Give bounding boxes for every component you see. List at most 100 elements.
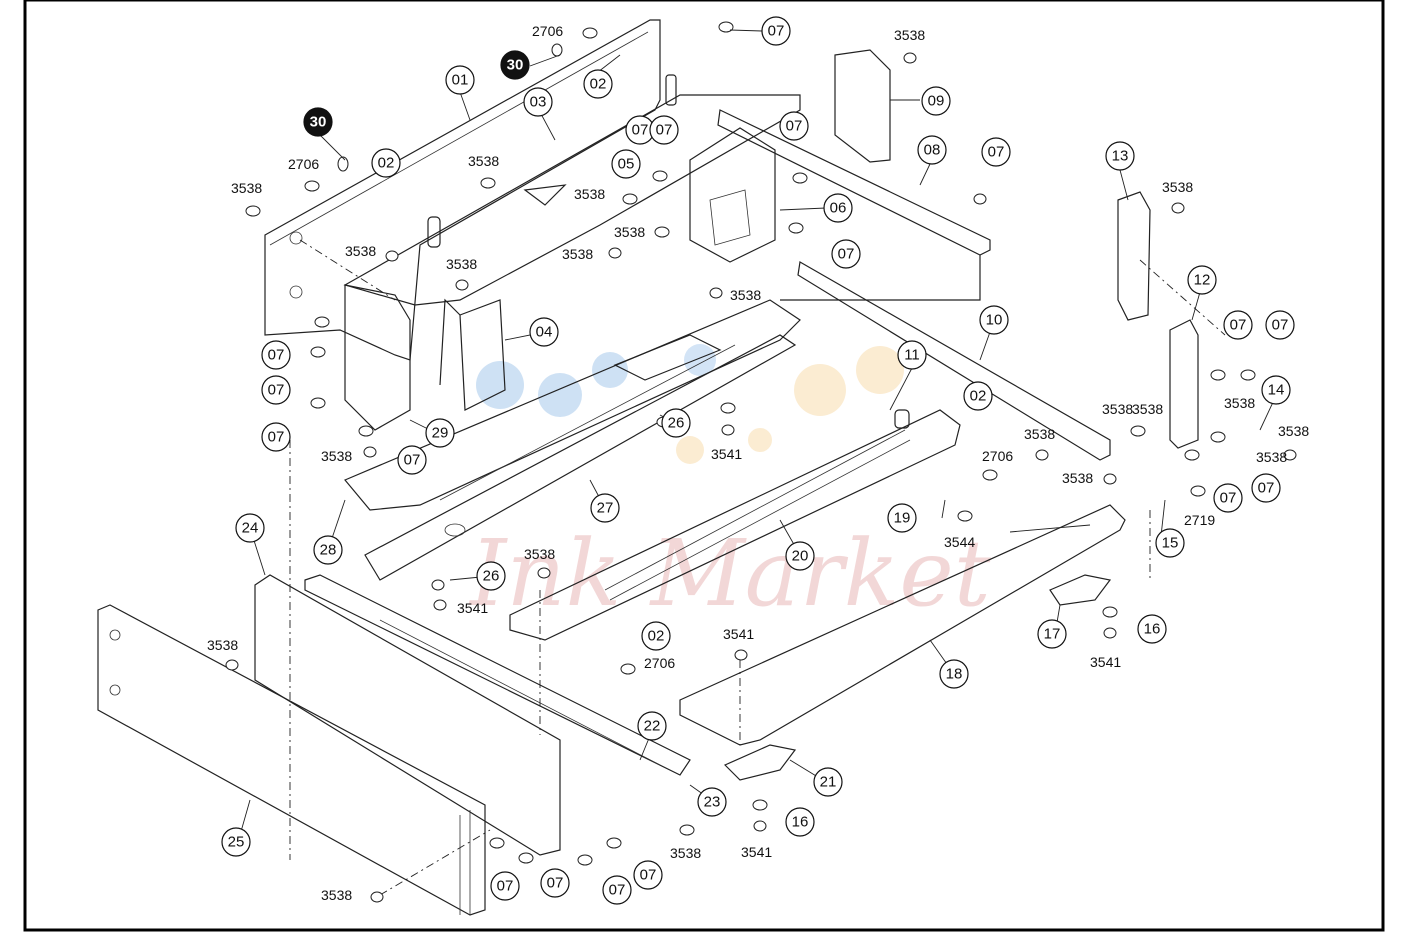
callout-circle: [981, 137, 1011, 167]
screw-part-number: 3538: [1024, 426, 1055, 442]
callout-07: 07: [1223, 310, 1253, 340]
screw-part-number: 3541: [741, 844, 772, 860]
callout-circle: [261, 340, 291, 370]
callout-18: 18: [939, 659, 969, 689]
callout-number: 07: [640, 867, 657, 884]
screw-symbols: [225, 21, 1297, 903]
callout-number: 19: [894, 510, 911, 527]
callout-number: 16: [792, 814, 809, 831]
callout-07: 07: [831, 239, 861, 269]
callout-07: 07: [633, 860, 663, 890]
callout-25: 25: [221, 827, 251, 857]
callout-circle: [313, 535, 343, 565]
callout-07: 07: [490, 871, 520, 901]
callout-number: 15: [1162, 535, 1179, 552]
callout-circle: [785, 807, 815, 837]
callout-06: 06: [823, 193, 853, 223]
callout-number: 17: [1044, 626, 1061, 643]
callout-24: 24: [235, 513, 265, 543]
watermark-dot: [794, 364, 846, 416]
callout-number: 07: [268, 429, 285, 446]
watermark-dot: [676, 436, 704, 464]
callout-number: 07: [656, 122, 673, 139]
callout-circle: [1187, 265, 1217, 295]
callout-circle: [523, 87, 553, 117]
callout-circle: [397, 445, 427, 475]
callout-07: 07: [981, 137, 1011, 167]
callout-number: 03: [530, 94, 547, 111]
callout-number: 16: [1144, 621, 1161, 638]
screw-part-number: 3538: [670, 845, 701, 861]
callout-number: 07: [404, 452, 421, 469]
callout-07: 07: [779, 111, 809, 141]
callout-number: 29: [432, 425, 449, 442]
screw-part-number: 3538: [468, 153, 499, 169]
callout-number: 07: [768, 23, 785, 40]
screw-part-number: 3538: [614, 224, 645, 240]
callout-05: 05: [611, 149, 641, 179]
callout-20: 20: [785, 541, 815, 571]
callout-circle: [1105, 141, 1135, 171]
screw-part-number: 3538: [730, 287, 761, 303]
part-12-right-plate: [1169, 319, 1199, 449]
callout-circle: [235, 513, 265, 543]
callout-number: 02: [970, 388, 987, 405]
callout-number: 07: [497, 878, 514, 895]
callout-circle: [303, 107, 333, 137]
callout-circle: [649, 115, 679, 145]
callout-03: 03: [523, 87, 553, 117]
part-08-rear-rail: [717, 109, 991, 301]
screw-part-number: 3538: [1224, 395, 1255, 411]
callout-circle: [979, 305, 1009, 335]
callout-number: 02: [590, 76, 607, 93]
callout-number: 26: [483, 568, 500, 585]
callout-16: 16: [785, 807, 815, 837]
part-03-top-plate: [343, 74, 801, 306]
callout-01: 01: [445, 65, 475, 95]
callout-circle: [761, 16, 791, 46]
callout-circle: [1251, 473, 1281, 503]
callout-number: 26: [668, 415, 685, 432]
screw-part-number: 3541: [711, 446, 742, 462]
callout-07: 07: [1213, 483, 1243, 513]
callout-22: 22: [637, 711, 667, 741]
screw-part-number: 3538: [1062, 470, 1093, 486]
callout-26: 26: [661, 408, 691, 438]
callout-26: 26: [476, 561, 506, 591]
callout-number: 07: [1272, 317, 1289, 334]
screw-part-number: 2706: [644, 655, 675, 671]
callout-07: 07: [649, 115, 679, 145]
callout-number: 07: [609, 882, 626, 899]
screw-part-number: 3541: [723, 626, 754, 642]
callout-number: 07: [988, 144, 1005, 161]
callout-circle: [1213, 483, 1243, 513]
callout-circle: [661, 408, 691, 438]
screw-part-number: 3538: [524, 546, 555, 562]
callout-number: 18: [946, 666, 963, 683]
watermark: Ink Market: [468, 344, 992, 627]
callout-number: 12: [1194, 272, 1211, 289]
screw-part-number: 3541: [1090, 654, 1121, 670]
callout-21: 21: [813, 767, 843, 797]
callout-number: 07: [1220, 490, 1237, 507]
callout-02: 02: [583, 69, 613, 99]
screw-part-number: 3538: [574, 186, 605, 202]
callout-number: 14: [1268, 382, 1285, 399]
screw-part-number: 2706: [288, 156, 319, 172]
part-main-base-plate: [344, 299, 801, 511]
callout-29: 29: [425, 418, 455, 448]
part-18-bottom-rail: [679, 504, 1126, 746]
watermark-text: Ink Market: [468, 520, 992, 627]
callout-number: 22: [644, 718, 661, 735]
callout-17: 17: [1037, 619, 1067, 649]
callout-number: 07: [838, 246, 855, 263]
callout-number: 20: [792, 548, 809, 565]
screw-part-number: 3538: [562, 246, 593, 262]
part-22-slide-rail: [304, 574, 691, 776]
screw-part-number: 2706: [982, 448, 1013, 464]
callout-number: 07: [268, 382, 285, 399]
callout-number: 07: [786, 118, 803, 135]
callout-number: 10: [986, 312, 1003, 329]
callout-07: 07: [1265, 310, 1295, 340]
screw-part-number: 3538: [1162, 179, 1193, 195]
